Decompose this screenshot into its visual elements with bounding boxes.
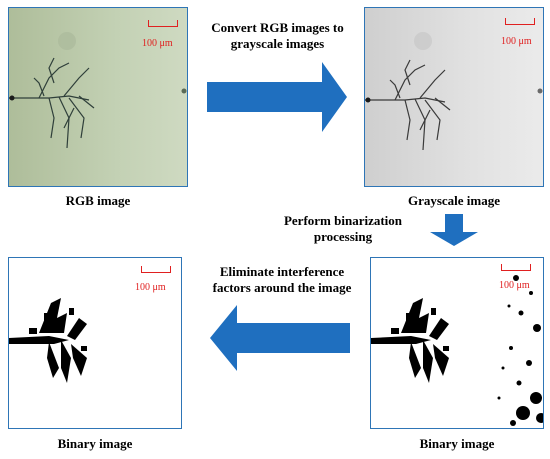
binary-raw-scale-label: 100 μm [499, 280, 530, 291]
rgb-scale-label: 100 μm [142, 38, 173, 49]
eliminate-step-label: Eliminate interference factors around th… [212, 264, 352, 295]
binary-clean-scale-bar [141, 266, 171, 273]
grayscale-caption: Grayscale image [407, 193, 501, 208]
binarize-step-label: Perform binarization processing [283, 213, 403, 244]
grayscale-image-panel: 100 μm [364, 7, 544, 187]
grayscale-scale-label: 100 μm [501, 36, 532, 47]
grayscale-dendrite-image [365, 8, 543, 186]
binary-clean-scale-label: 100 μm [135, 282, 166, 293]
binary-raw-image-panel: 100 μm [370, 257, 544, 429]
binary-clean-image-panel: 100 μm [8, 257, 182, 429]
binary-raw-scale-bar [501, 264, 531, 271]
binary-clean-dendrite-image [9, 298, 87, 383]
binary-raw-dendrite-image [371, 275, 543, 426]
rgb-scale-bar [148, 20, 178, 27]
rgb-dendrite-image [9, 8, 187, 186]
binary-raw-caption: Binary image [419, 436, 495, 451]
binary-clean-caption: Binary image [57, 436, 133, 451]
rgb-image-panel: 100 μm [8, 7, 188, 187]
grayscale-scale-bar [505, 18, 535, 25]
rgb-caption: RGB image [65, 193, 131, 208]
convert-step-label: Convert RGB images to grayscale images [211, 20, 344, 51]
